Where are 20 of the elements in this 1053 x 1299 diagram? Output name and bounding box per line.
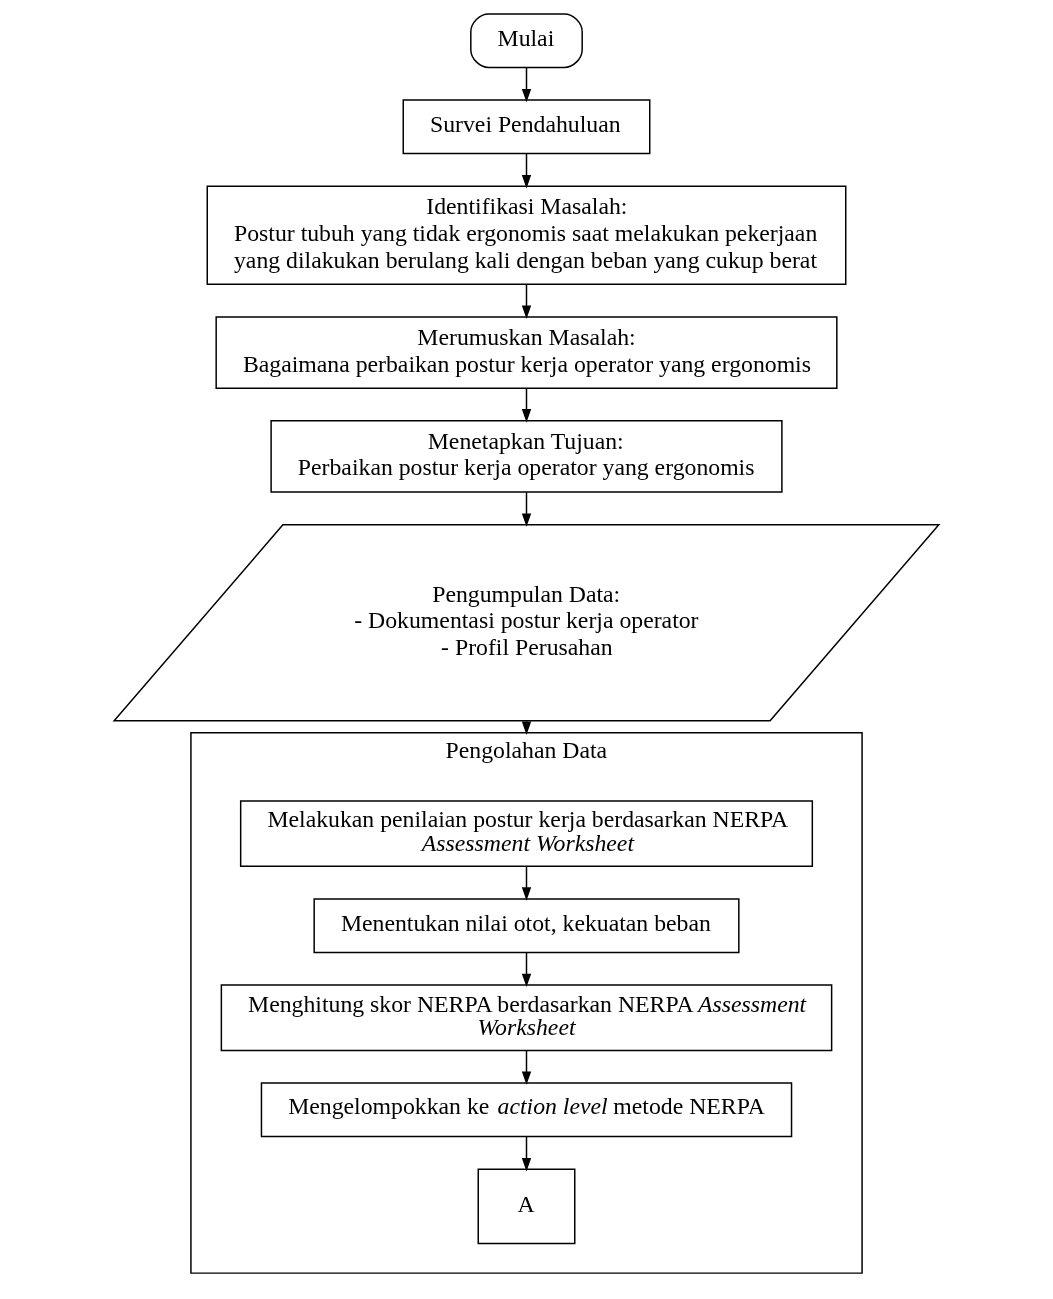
arrow [521,66,532,103]
arrow [521,720,532,735]
node-box: Melakukan penilaian postur kerja berdasarkan NERPA Assessment Worksheet [239,800,814,868]
arrow [521,283,532,319]
node-box: Menghitung skor NERPA berdasarkan NERPA Assessment Worksheet [220,984,833,1052]
node-box: Merumuskan Masalah: Bagaimana perbaikan postur kerja operator yang ergonomis [215,316,838,389]
arrow [521,1136,532,1172]
node-box: Identifikasi Masalah: Postur tubuh yang tidak ergonomis saat melakukan pekerjaan yang dilakukan berulang kali dengan beban yang cukup berat [206,185,847,285]
node-box: A [477,1168,576,1245]
arrow [521,951,532,988]
node-box: Menetapkan Tujuan: Perbaikan postur kerja operator yang ergonomis [270,420,783,493]
arrow [521,387,532,423]
arrow [521,1050,532,1085]
node-box: Survei Pendahuluan [402,99,651,155]
node-box: Mulai [470,13,583,69]
arrow [521,866,532,901]
arrow [521,491,532,527]
arrow [521,153,532,189]
node-box: Menentukan nilai otot, kekuatan beban [313,898,740,954]
node-box: Mengelompokkan ke action level metode NERPA [260,1082,793,1138]
